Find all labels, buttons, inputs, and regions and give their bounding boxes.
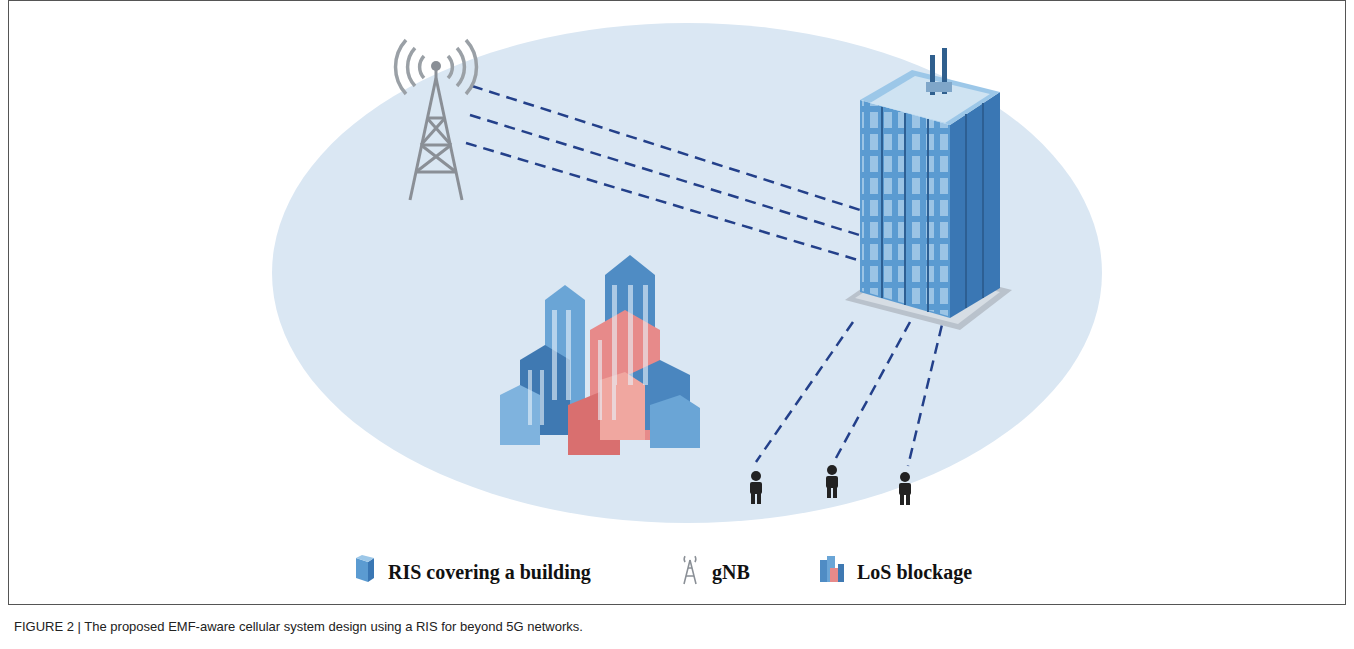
- legend-icon-building: [356, 555, 374, 582]
- gnb-tower: [396, 40, 477, 200]
- ris-building: [845, 48, 1012, 330]
- legend-label: RIS covering a building: [388, 560, 591, 584]
- figure-frame: [9, 1, 1346, 605]
- legend-label: gNB: [712, 560, 750, 584]
- users: [750, 465, 911, 505]
- figure-caption: FIGURE 2 | The proposed EMF-aware cellul…: [14, 619, 583, 635]
- city-blockage: [500, 255, 700, 455]
- legend-icon-city: [820, 556, 844, 582]
- coverage-ellipse: [272, 23, 1102, 523]
- legend-label: LoS blockage: [857, 560, 972, 584]
- legend-icon-gnb: [684, 556, 696, 584]
